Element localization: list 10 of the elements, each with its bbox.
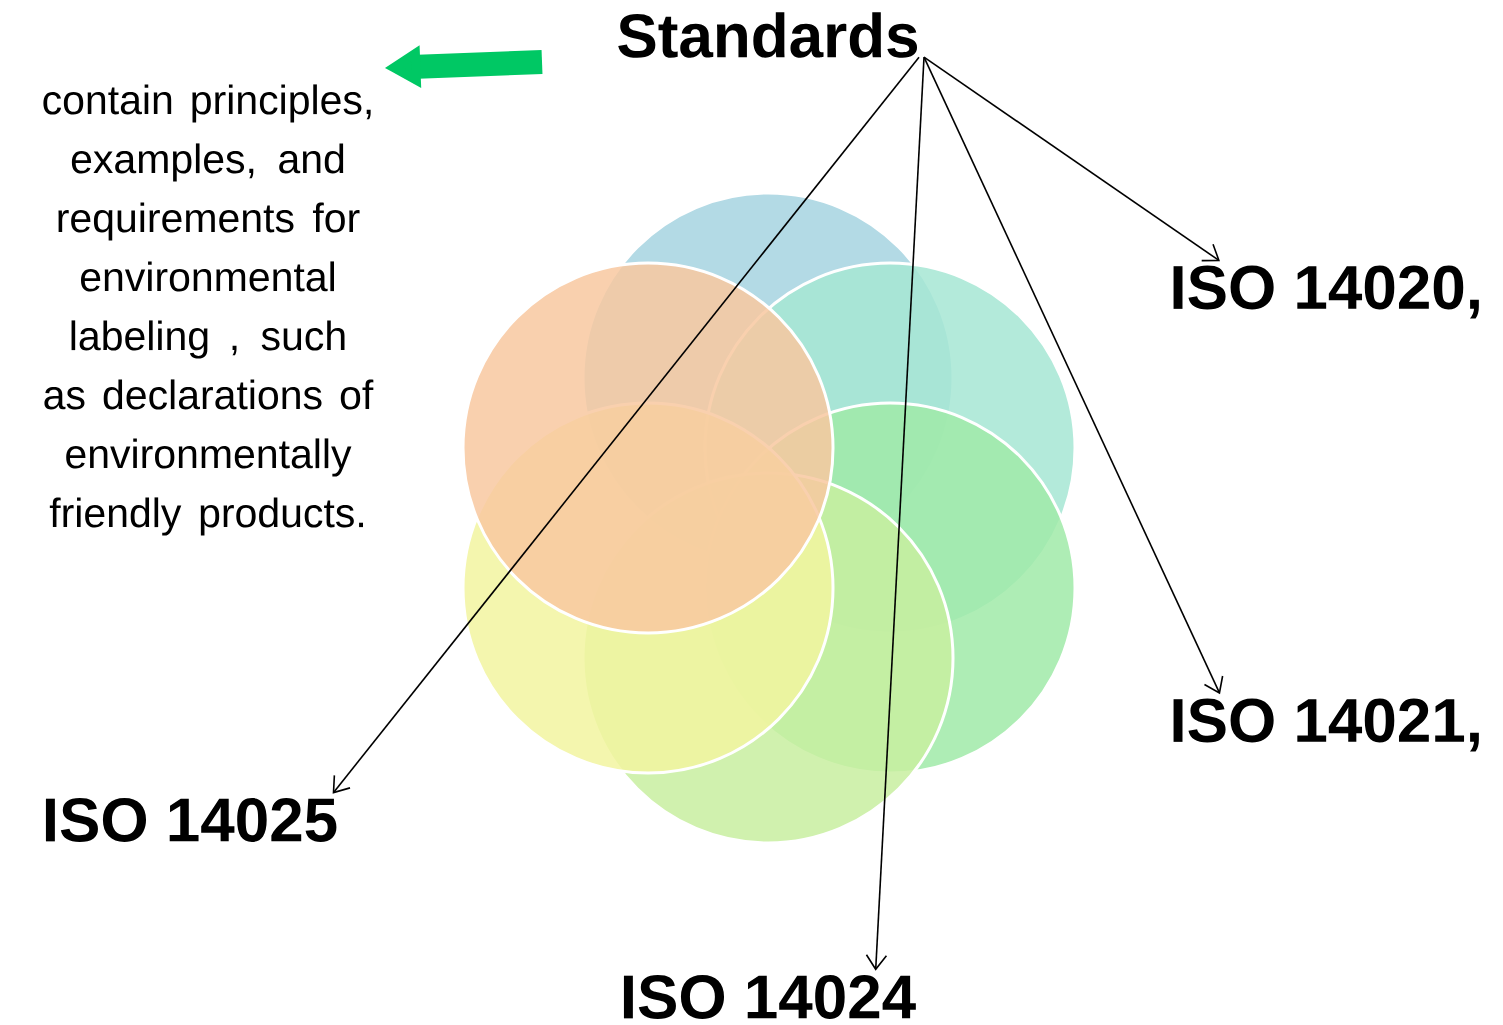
heading-label: ISO 14021,	[1173, 698, 1479, 752]
description-text: contain principles, examples, and requirements for environmental labeling , such as declarations of environmentally friendly products.	[43, 84, 374, 536]
heading-label: Standards	[618, 12, 918, 58]
heading-label: ISO 14020,	[1173, 265, 1479, 319]
heading-label: ISO 14025	[45, 798, 337, 842]
arrow	[923, 56, 1224, 695]
arrow	[332, 56, 920, 794]
arrow	[923, 56, 1220, 262]
heading-label: ISO 14024	[623, 975, 916, 1019]
arrow	[865, 56, 925, 971]
